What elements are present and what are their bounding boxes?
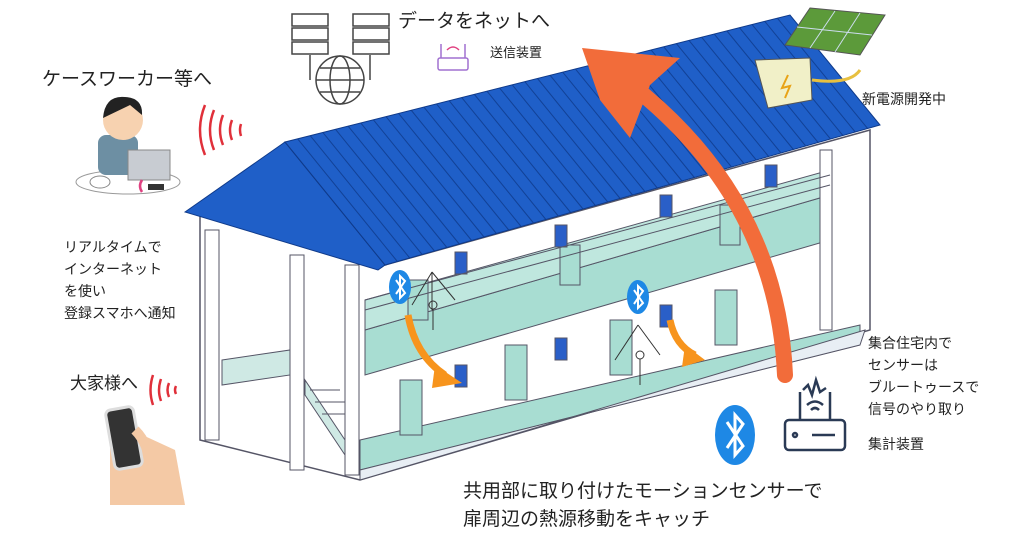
roof-ridge-line bbox=[297, 138, 398, 262]
solar-panel-icon bbox=[784, 7, 886, 56]
roof-ridge-line bbox=[688, 40, 782, 154]
railing bbox=[364, 174, 831, 311]
roof-ridge-line bbox=[701, 36, 794, 150]
roof-ridge-line bbox=[511, 84, 609, 203]
roof-ridge-line bbox=[713, 33, 807, 147]
roof-ridge-line bbox=[360, 122, 460, 245]
data-to-net-label: データをネットへ bbox=[398, 10, 551, 32]
roof-ridge-line bbox=[562, 71, 658, 189]
roof-ridge-line bbox=[322, 132, 423, 255]
doors bbox=[399, 204, 741, 436]
staircase bbox=[221, 349, 346, 457]
router-icon bbox=[437, 44, 469, 71]
transmitter-label: 送信装置 bbox=[490, 46, 543, 61]
roof-ridge-line bbox=[675, 43, 770, 157]
roof-ridge-line bbox=[499, 87, 596, 206]
roof-ridge-line bbox=[473, 94, 572, 213]
roof-ridge-line bbox=[486, 90, 584, 210]
bluetooth-icon bbox=[389, 270, 755, 465]
realtime-notice: リアルタイムで インターネット を使い 登録スマホへ通知 bbox=[64, 237, 176, 325]
roof-ridge-line bbox=[663, 46, 757, 161]
battery-icon bbox=[754, 57, 862, 109]
roof-ridge-line bbox=[461, 97, 559, 217]
text-line: 信号のやり取り bbox=[868, 402, 966, 418]
roof-ridge-line bbox=[537, 78, 633, 196]
data-flow-arrow bbox=[617, 72, 793, 383]
roof-ridge-line bbox=[372, 119, 473, 241]
roof-ridge-line bbox=[448, 100, 547, 220]
roof-ridge-line bbox=[524, 81, 621, 199]
text-line: センサーは bbox=[868, 358, 938, 374]
roof-ridge-line bbox=[309, 135, 411, 259]
apartment-building bbox=[198, 129, 871, 481]
text-line: 登録スマホへ通知 bbox=[64, 306, 176, 322]
text-line: を使い bbox=[64, 284, 106, 300]
new-power-label: 新電源開発中 bbox=[862, 92, 946, 108]
roof-ridge-line bbox=[398, 113, 497, 234]
caseworker-label: ケースワーカー等へ bbox=[42, 68, 213, 90]
aggregator-label: 集計装置 bbox=[868, 437, 924, 453]
server-icon bbox=[291, 13, 390, 55]
smartphone-hand-icon bbox=[104, 405, 185, 505]
roof-ridge-line bbox=[549, 75, 646, 192]
text-line: ブルートゥースで bbox=[868, 380, 980, 396]
roof-ridge-line bbox=[335, 128, 435, 252]
motion-sensor-icon bbox=[411, 271, 661, 385]
globe-icon bbox=[309, 55, 371, 105]
text-line: 集合住宅内で bbox=[868, 336, 952, 352]
signal-waves-icon bbox=[138, 104, 243, 406]
landlord-label: 大家様へ bbox=[70, 374, 138, 394]
roof-ridge-line bbox=[436, 103, 534, 224]
roof-ridge-line bbox=[385, 116, 485, 238]
text-line: インターネット bbox=[64, 262, 162, 278]
roof-ridge-line bbox=[423, 106, 522, 227]
roof-ridge-line bbox=[347, 125, 448, 248]
caption-line-2: 扉周辺の熱源移動をキャッチ bbox=[463, 508, 711, 530]
caption-line-1: 共用部に取り付けたモーションセンサーで bbox=[463, 480, 823, 502]
router-icon bbox=[783, 375, 847, 452]
bluetooth-notice: 集合住宅内で センサーは ブルートゥースで 信号のやり取り bbox=[868, 333, 979, 421]
roof-ridge-line bbox=[410, 109, 510, 231]
text-line: リアルタイムで bbox=[64, 240, 162, 256]
person-laptop-icon bbox=[75, 96, 181, 195]
